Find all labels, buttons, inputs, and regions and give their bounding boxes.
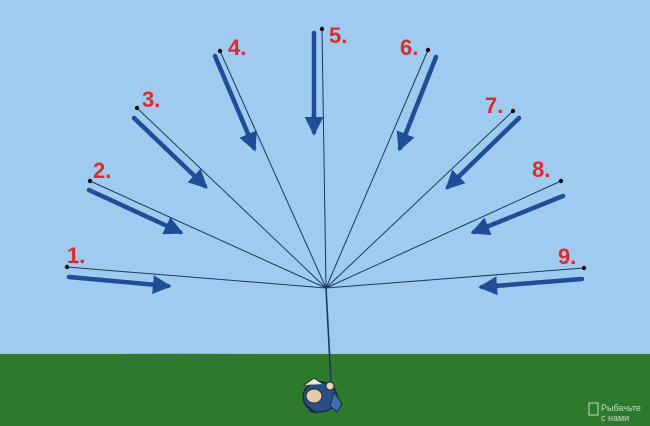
cast-point-3 [134, 105, 140, 111]
fishing-rod [325, 287, 332, 383]
angler-figure [302, 377, 343, 414]
cast-line-7 [325, 110, 514, 289]
position-label-9: 9. [558, 244, 576, 269]
position-label-1: 1. [67, 243, 85, 268]
position-label-4: 4. [228, 35, 246, 60]
cast-line-8 [325, 180, 562, 289]
position-label-7: 7. [485, 93, 503, 118]
cast-point-2 [87, 178, 93, 184]
position-label-2: 2. [93, 158, 111, 183]
arrow-8 [470, 193, 566, 236]
sky [0, 0, 650, 360]
cast-point-8 [558, 178, 564, 184]
watermark-line-2: с нами [601, 413, 629, 423]
cast-line-9 [325, 267, 585, 289]
cast-line-2 [89, 180, 327, 289]
cast-point-5 [319, 26, 325, 32]
arrow-7 [445, 115, 522, 190]
cast-line-1 [66, 266, 327, 289]
watermark-logo-icon [588, 402, 599, 416]
arrow-3 [131, 115, 208, 189]
cast-points [64, 26, 587, 271]
cast-line-6 [325, 49, 429, 289]
position-label-6: 6. [400, 35, 418, 60]
cast-point-6 [425, 47, 431, 53]
watermark-line-1: Рыбачьте [601, 403, 641, 413]
watermark: Рыбачьте с нами [588, 402, 641, 423]
arrow-9 [478, 276, 585, 296]
arrow-2 [86, 187, 184, 235]
cast-point-4 [217, 48, 223, 54]
retrieve-arrows [66, 30, 585, 296]
cast-line-5 [321, 28, 327, 289]
arrow-4 [212, 53, 257, 152]
position-label-5: 5. [329, 23, 347, 48]
cast-line-4 [219, 50, 327, 289]
cast-point-7 [510, 108, 516, 114]
cast-point-9 [581, 265, 587, 271]
arrow-1 [66, 274, 172, 295]
position-label-8: 8. [532, 157, 550, 182]
cast-point-1 [64, 264, 70, 270]
cast-lines [66, 28, 585, 289]
position-label-3: 3. [142, 87, 160, 112]
arrow-6 [396, 54, 439, 152]
cast-line-3 [136, 107, 327, 289]
